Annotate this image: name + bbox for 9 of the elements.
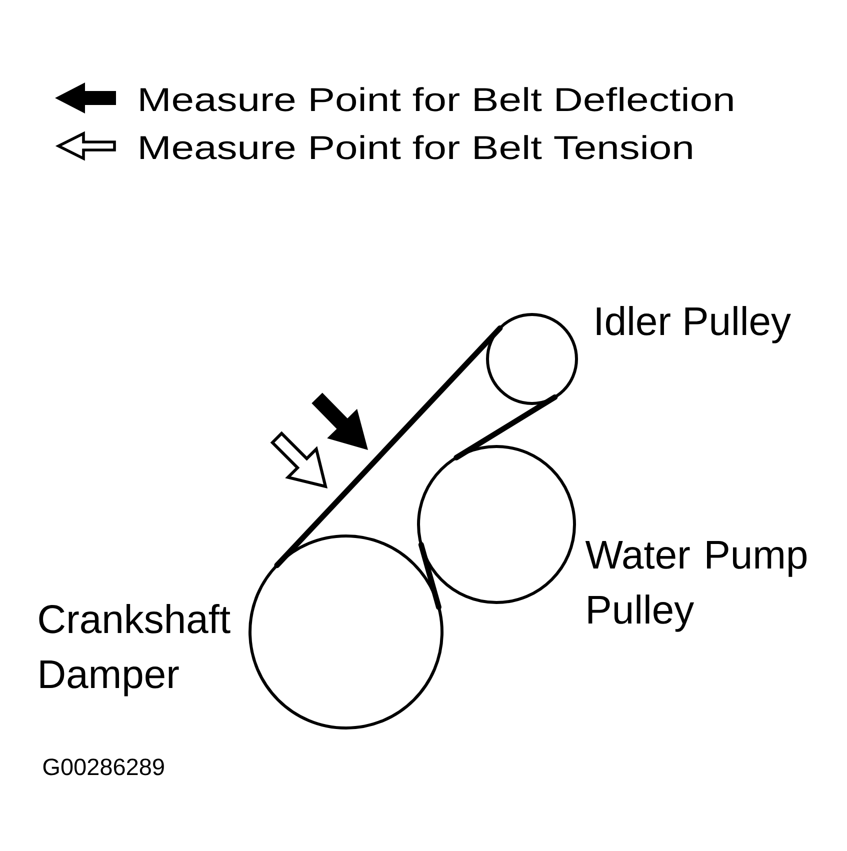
- pulley-label: Water Pump Pulley: [585, 541, 807, 632]
- pulley-label: Idler Pulley: [596, 306, 791, 344]
- figure-code: G00286289: [43, 758, 164, 776]
- legend-text: Measure Point for Belt Deflection: [140, 87, 733, 112]
- legend-text: Measure Point for Belt Tension: [140, 135, 692, 160]
- belt: [454, 394, 558, 460]
- pulley-label: Crankshaft Damper: [39, 604, 230, 696]
- belt: [418, 542, 442, 610]
- belt: [274, 325, 503, 568]
